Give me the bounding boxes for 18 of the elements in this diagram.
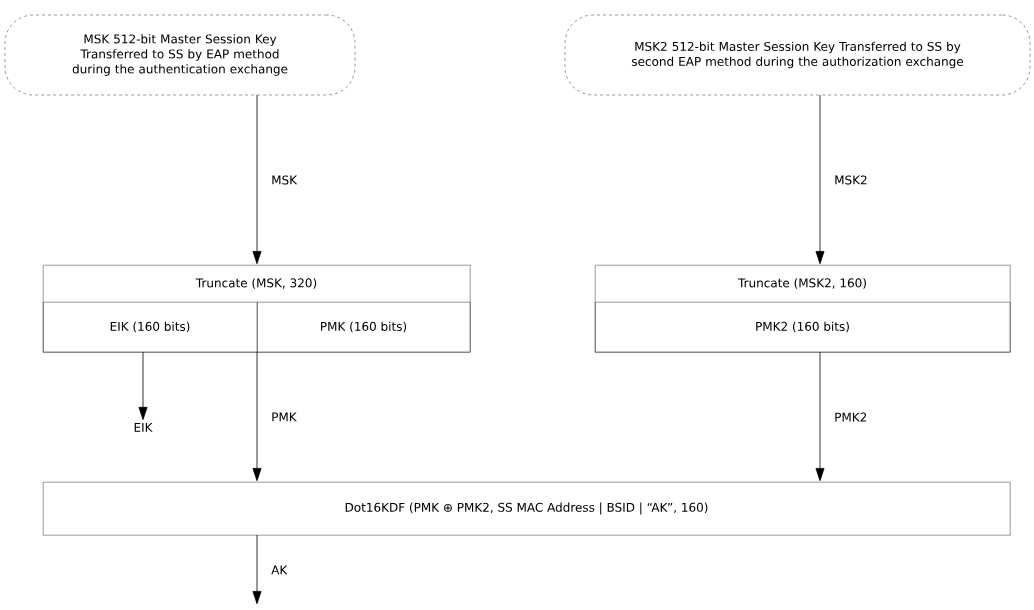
output-label: EIK [134, 423, 153, 432]
edge-label: MSK2 [832, 173, 870, 187]
edge-label: PMK2 [832, 410, 870, 424]
table-cell: EIK (160 bits) [43, 302, 258, 353]
table-cell: PMK2 (160 bits) [595, 302, 1011, 353]
edge-label: AK [269, 563, 290, 577]
arrow [252, 351, 262, 482]
rounded-dashed-box: MSK2 512-bit Master Session Key Transferred to SS by second EAP method during the authorization exchange [564, 14, 1031, 96]
process-box: Dot16KDF (PMK ⊕ PMK2, SS MAC Address | BSID | “AK”, 160) [43, 482, 1011, 536]
arrow [252, 94, 262, 265]
rounded-dashed-box: MSK 512-bit Master Session Key Transferred to SS by EAP method during the authentication exchange [4, 14, 356, 96]
arrow [138, 351, 148, 420]
edge-label: PMK [269, 410, 299, 424]
arrow [815, 351, 825, 482]
arrow [252, 534, 262, 605]
arrow [815, 94, 825, 265]
edge-label: MSK [269, 173, 300, 187]
table-cell: PMK (160 bits) [257, 302, 471, 353]
